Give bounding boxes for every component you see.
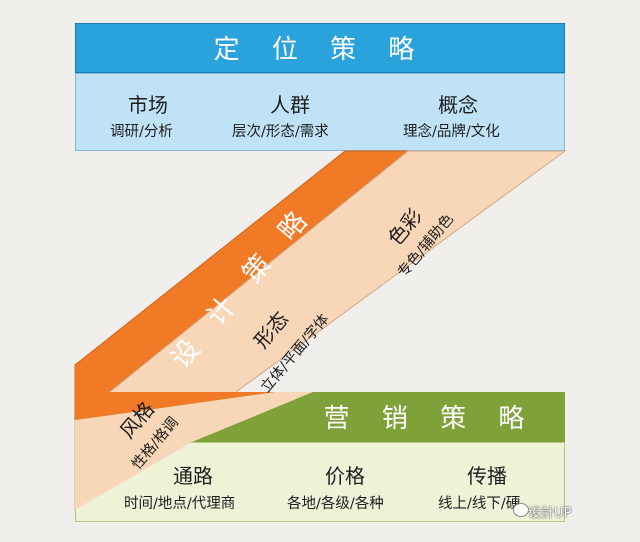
watermark: 设計UP xyxy=(528,506,572,521)
marketing-heading-price: 价格 xyxy=(325,464,365,488)
marketing-title: 营 销 策 略 xyxy=(323,404,537,434)
marketing-heading-channel: 通路 xyxy=(173,464,213,488)
marketing-detail-channel: 时间/地点/代理商 xyxy=(124,496,236,512)
positioning-detail-market: 调研/分析 xyxy=(110,124,173,140)
positioning-detail-concept: 理念/品牌/文化 xyxy=(403,124,500,140)
positioning-title: 定 位 策 略 xyxy=(213,35,427,65)
marketing-detail-promotion: 线上/线下/硬 xyxy=(438,496,521,512)
wechat-icon xyxy=(513,503,529,517)
marketing-detail-price: 各地/各级/各种 xyxy=(287,496,384,512)
positioning-heading-concept: 概念 xyxy=(438,93,478,117)
positioning-header xyxy=(75,23,565,73)
positioning-heading-market: 市场 xyxy=(128,93,168,117)
positioning-body xyxy=(75,73,565,151)
design-band-tail xyxy=(75,392,313,510)
design-band-head-tail xyxy=(75,365,275,420)
positioning-detail-audience: 层次/形态/需求 xyxy=(232,124,329,140)
marketing-heading-promotion: 传播 xyxy=(467,464,507,488)
positioning-heading-audience: 人群 xyxy=(270,93,310,117)
